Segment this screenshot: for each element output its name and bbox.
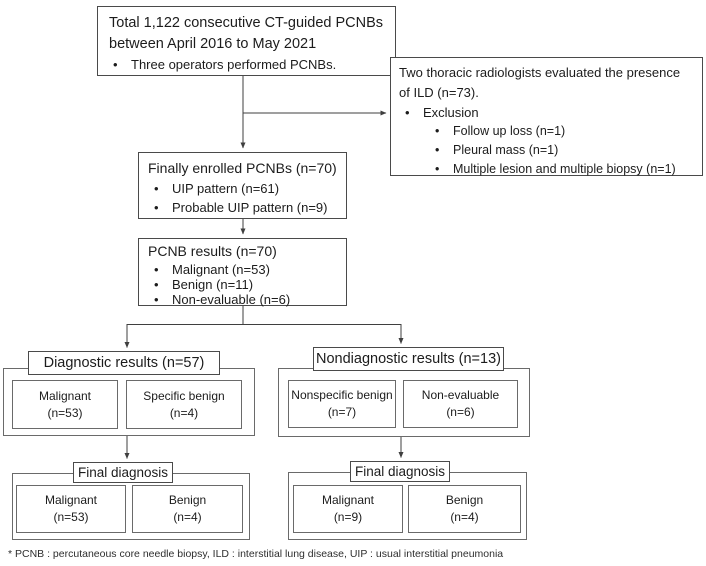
final-right-title-box: Final diagnosis xyxy=(350,461,450,482)
final-left-benign-label: Benign xyxy=(168,493,207,507)
node-total-pcnbs: Total 1,122 consecutive CT-guided PCNBs … xyxy=(97,6,396,76)
diagnostic-malignant-box: Malignant (n=53) xyxy=(12,380,118,429)
total-bullet-operators: Three operators performed PCNBs. xyxy=(107,55,386,74)
diagnostic-malignant-count: (n=53) xyxy=(47,405,83,420)
enrolled-title: Finally enrolled PCNBs (n=70) xyxy=(148,160,337,176)
diagnostic-malignant-label: Malignant xyxy=(38,388,92,403)
abbreviation-footnote: * PCNB : percutaneous core needle biopsy… xyxy=(8,548,504,560)
final-left-malignant-label: Malignant xyxy=(44,493,98,507)
exclusion-sub-pleural: Pleural mass (n=1) xyxy=(399,141,694,160)
final-right-malignant-box: Malignant (n=9) xyxy=(293,485,403,533)
exclusion-sub-followup: Follow up loss (n=1) xyxy=(399,122,694,141)
results-bullet-nonevaluable: Non-evaluable (n=6) xyxy=(148,292,337,307)
enrolled-bullet-uip: UIP pattern (n=61) xyxy=(148,179,337,198)
node-enrolled: Finally enrolled PCNBs (n=70) UIP patter… xyxy=(138,152,347,219)
diagnostic-specific-benign-box: Specific benign (n=4) xyxy=(126,380,242,429)
final-right-title: Final diagnosis xyxy=(354,464,446,479)
results-title: PCNB results (n=70) xyxy=(148,243,277,259)
final-left-benign-box: Benign (n=4) xyxy=(132,485,243,533)
nondiagnostic-nonevaluable-count: (n=6) xyxy=(446,405,475,419)
nondiagnostic-nonspecific-benign-box: Nonspecific benign (n=7) xyxy=(288,380,396,428)
diagnostic-specific-benign-count: (n=4) xyxy=(169,405,199,420)
final-left-benign-count: (n=4) xyxy=(173,510,202,524)
final-right-benign-count: (n=4) xyxy=(450,510,479,524)
results-bullet-benign: Benign (n=11) xyxy=(148,277,337,292)
nondiagnostic-nonspecific-benign-label: Nonspecific benign xyxy=(291,388,393,402)
final-left-malignant-count: (n=53) xyxy=(53,510,89,524)
nondiagnostic-group-title-box: Nondiagnostic results (n=13) xyxy=(313,347,504,371)
exclusion-bullet: Exclusion xyxy=(399,103,694,122)
exclusion-title-line1: Two thoracic radiologists evaluated the … xyxy=(399,65,681,80)
final-left-title-box: Final diagnosis xyxy=(73,462,173,483)
final-right-benign-box: Benign (n=4) xyxy=(408,485,521,533)
exclusion-sub-multiple: Multiple lesion and multiple biopsy (n=1… xyxy=(399,160,694,179)
results-bullet-malignant: Malignant (n=53) xyxy=(148,262,337,277)
diagnostic-specific-benign-label: Specific benign xyxy=(143,388,225,403)
total-title-line2: between April 2016 to May 2021 xyxy=(109,36,317,52)
exclusion-title-line2: of ILD (n=73). xyxy=(399,85,479,100)
nondiagnostic-group-title: Nondiagnostic results (n=13) xyxy=(316,351,501,367)
final-left-malignant-box: Malignant (n=53) xyxy=(16,485,126,533)
node-pcnb-results: PCNB results (n=70) Malignant (n=53) Ben… xyxy=(138,238,347,307)
total-title-line1: Total 1,122 consecutive CT-guided PCNBs xyxy=(109,15,384,31)
node-exclusion: Two thoracic radiologists evaluated the … xyxy=(390,57,703,179)
diagnostic-group-title-box: Diagnostic results (n=57) xyxy=(28,351,220,375)
final-left-title: Final diagnosis xyxy=(77,465,169,480)
final-right-benign-label: Benign xyxy=(445,493,484,507)
enrolled-bullet-probable-uip: Probable UIP pattern (n=9) xyxy=(148,198,337,217)
final-right-malignant-label: Malignant xyxy=(321,493,375,507)
nondiagnostic-nonevaluable-label: Non-evaluable xyxy=(421,388,500,402)
nondiagnostic-nonevaluable-box: Non-evaluable (n=6) xyxy=(403,380,518,428)
diagnostic-group-title: Diagnostic results (n=57) xyxy=(43,355,205,371)
nondiagnostic-nonspecific-benign-count: (n=7) xyxy=(327,405,357,419)
final-right-malignant-count: (n=9) xyxy=(333,510,363,524)
